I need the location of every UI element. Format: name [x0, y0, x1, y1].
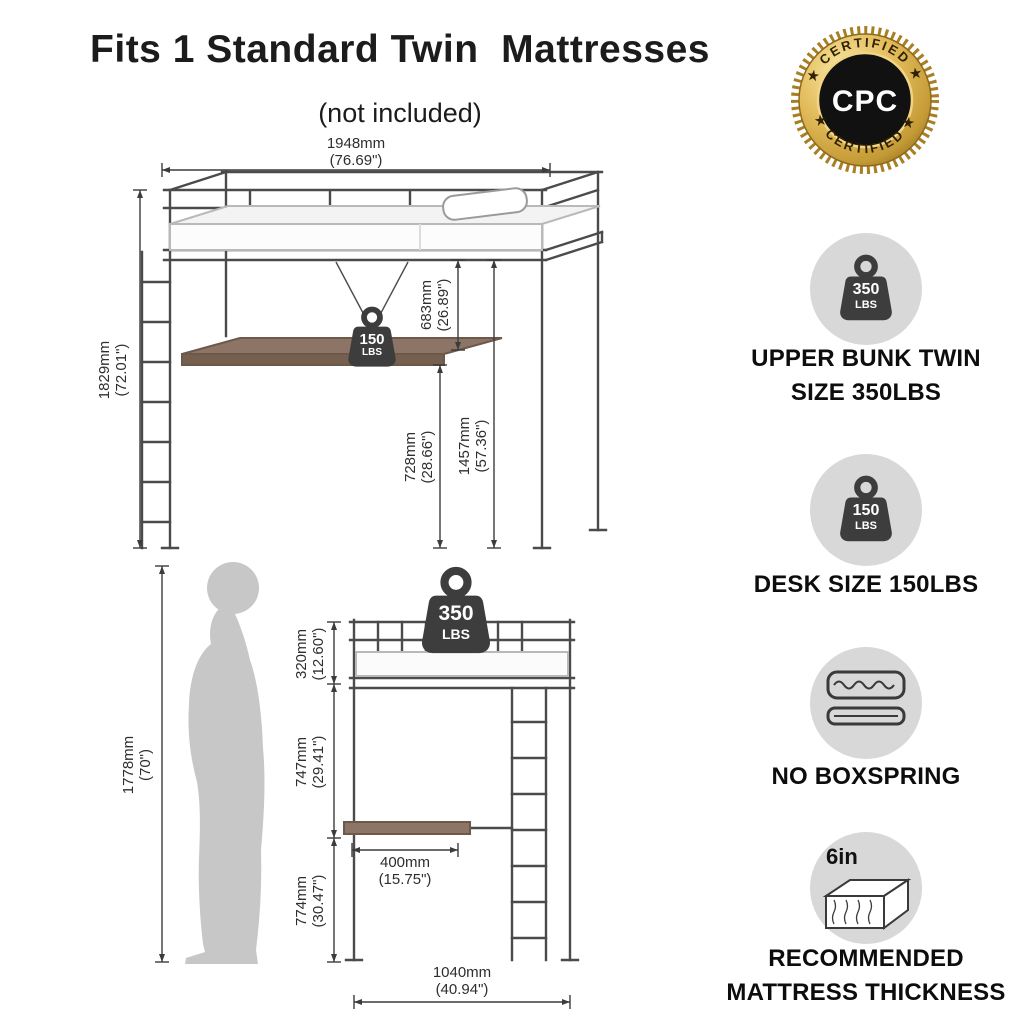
- weight-shape: [422, 566, 490, 654]
- dim-label-total-height: 1829mm (72.01"): [96, 340, 130, 400]
- dim-label-top-width: 1948mm (76.69"): [326, 135, 386, 169]
- feature-text-mattress-line1: RECOMMENDED: [768, 945, 964, 972]
- desk-capacity-weight-icon: 150 LBS: [834, 475, 898, 545]
- dimension-lines-front: [327, 621, 571, 1009]
- dim-label-person-height: 1778mm (70"): [120, 735, 154, 795]
- dimension-line-person: [155, 565, 169, 963]
- dim-label-desk-depth: 400mm (15.75"): [378, 854, 432, 888]
- badge-inner-circle: [816, 51, 914, 149]
- dim-label-bed-width: 1040mm (40.94"): [432, 964, 492, 998]
- weight-shape: [840, 254, 892, 321]
- dim-label-desk-to-floor: 774mm (30.47"): [293, 874, 327, 928]
- no-boxspring-icon: [826, 670, 906, 726]
- mattress-thickness-value: 6in: [826, 844, 858, 869]
- pillow: [442, 187, 528, 221]
- weight-shape: [840, 475, 892, 542]
- feature-text-mattress-line2: MATTRESS THICKNESS: [726, 979, 1006, 1006]
- feature-circle-boxspring: [810, 647, 922, 759]
- desk-front: [343, 821, 471, 835]
- dim-label-bunk-to-desk: 683mm (26.89"): [418, 278, 452, 332]
- desk-perspective: [181, 337, 503, 366]
- feature-text-upper-bunk-line2: SIZE 350LBS: [790, 379, 942, 406]
- dim-label-bunk-clearance: 1457mm (57.36"): [456, 416, 490, 476]
- mattress-front: [355, 651, 569, 677]
- dim-label-bunk-to-desk-front: 747mm (29.41"): [293, 735, 327, 789]
- page-title: Fits 1 Standard Twin Mattresses: [90, 28, 710, 71]
- bunk-weight-icon: 350 LBS: [414, 566, 498, 658]
- dim-label-desk-height: 728mm (28.66"): [402, 430, 436, 484]
- feature-text-boxspring: NO BOXSPRING: [771, 763, 961, 790]
- feature-text-upper-bunk-line1: UPPER BUNK TWIN: [751, 345, 981, 372]
- dim-label-rail-height: 320mm (12.60"): [293, 627, 327, 681]
- mattress-perspective: [169, 187, 601, 251]
- weight-shape: [348, 306, 396, 367]
- desk-weight-icon: 150 LBS: [343, 306, 401, 370]
- page-subtitle: (not included): [318, 98, 482, 128]
- badge-starburst-edge: [791, 26, 939, 174]
- badge-center-text: CPC: [832, 85, 898, 118]
- person-silhouette: [185, 562, 265, 964]
- mattress-6in-icon: [822, 878, 912, 930]
- upper-bunk-weight-icon: 350 LBS: [834, 254, 898, 324]
- feature-text-desk: DESK SIZE 150LBS: [753, 571, 979, 598]
- dimension-lines-top: [133, 163, 551, 549]
- cpc-certified-badge: ★ CERTIFIED ★ ★ CERTIFIED ★ CPC: [791, 26, 939, 174]
